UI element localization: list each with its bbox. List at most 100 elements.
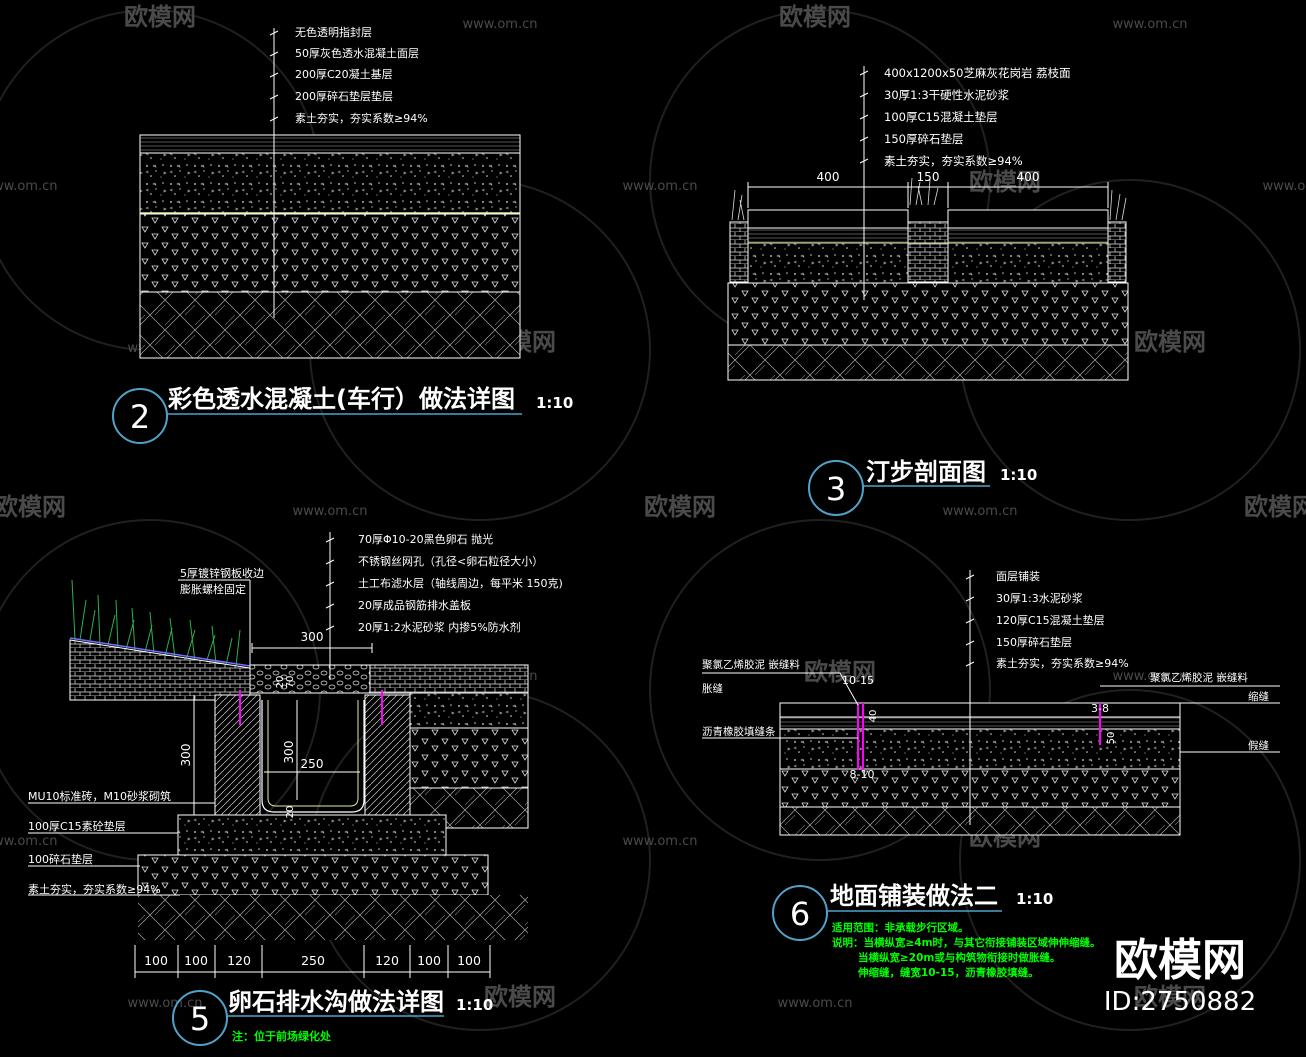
- detail-6-leader-ticks: [965, 574, 975, 667]
- detail-6-dim-joint: 10-15: [842, 674, 874, 687]
- watermark-brand: 欧模网: [644, 493, 716, 521]
- detail-6-labels: 面层铺装 30厚1:3水泥砂浆 120厚C15混凝土垫层 150厚碎石垫层 素土…: [996, 570, 1129, 670]
- detail-3-title: 汀步剖面图: [866, 458, 986, 486]
- detail-5-bottom-dim-1: 100: [144, 953, 168, 968]
- detail-3-grass: [731, 177, 1127, 221]
- detail-2-number: 2: [130, 398, 150, 436]
- detail-6-joints: [857, 703, 1101, 770]
- detail-5-bottom-dim-7: 100: [457, 953, 481, 968]
- detail-3-dim-2: 150: [917, 170, 940, 184]
- detail-2-scale: 1:10: [536, 394, 573, 412]
- detail-5-number-circle: [172, 990, 228, 1046]
- watermark-url: www.om.cn: [1113, 669, 1188, 684]
- detail-5-label-l2: 膨胀螺栓固定: [180, 582, 246, 596]
- detail-5-dim-channel: 250: [301, 757, 324, 771]
- detail-5-inner-dims: [193, 643, 373, 815]
- detail-5-note: 注：位于前场绿化处: [232, 1029, 332, 1043]
- watermark-brand: 欧模网: [1134, 983, 1206, 1011]
- detail-6-notes: 适用范围：非承载步行区域。 说明：当横纵宽≥4m时，与其它衔接铺装区域伸伸缩缝。…: [832, 921, 1101, 979]
- detail-5-dim-20a: 20: [285, 806, 296, 819]
- detail-5-bottom-dim-6: 100: [417, 953, 441, 968]
- detail-6-label-3: 120厚C15混凝土垫层: [996, 613, 1105, 627]
- detail-5-dim-70: 70: [285, 676, 296, 689]
- watermark-url: www.om.cn: [623, 179, 698, 194]
- detail-3-dim-1: 400: [817, 170, 840, 184]
- watermark-brand: 欧模网: [124, 3, 196, 31]
- detail-6-number-circle: [772, 885, 828, 941]
- detail-5-label-l5: 100碎石垫层: [28, 852, 93, 866]
- detail-5-dim-cover: 300: [301, 630, 324, 644]
- detail-5-label-r4: 20厚成品钢筋排水盖板: [358, 598, 471, 612]
- detail-6-number: 6: [790, 895, 810, 933]
- detail-5-section: 70厚Φ10-20黑色卵石 抛光 不锈钢丝网孔（孔径<卵石粒径大小） 土工布滤水…: [28, 532, 563, 1046]
- detail-6-section: 面层铺装 30厚1:3水泥砂浆 120厚C15混凝土垫层 150厚碎石垫层 素土…: [702, 570, 1280, 979]
- detail-3-dimension: [747, 182, 1109, 208]
- detail-5-bottom-dim-5: 120: [375, 953, 399, 968]
- detail-2-label-2: 50厚灰色透水混凝土面层: [295, 46, 419, 60]
- detail-6-label-5: 素土夯实，夯实系数≥94%: [996, 656, 1129, 670]
- corner-watermark: 欧模网 ID:2750882: [1104, 935, 1256, 1017]
- detail-6-side-leaders: [702, 672, 1280, 753]
- detail-5-leader-ticks: [325, 537, 335, 631]
- watermark-brand: 欧模网: [804, 658, 876, 686]
- detail-5-label-l3: MU10标准砖，M10砂浆砌筑: [28, 789, 171, 803]
- detail-6-side-left-3: 沥青橡胶填缝条: [702, 725, 776, 738]
- watermark-url: www.om.cn: [943, 504, 1018, 519]
- watermark-url: www.om.cn: [0, 834, 57, 849]
- detail-6-scale: 1:10: [1016, 890, 1053, 908]
- detail-2-section: 无色透明指封层 50厚灰色透水混凝土面层 200厚C20凝土基层 200厚碎石垫…: [112, 25, 573, 444]
- detail-5-label-r1: 70厚Φ10-20黑色卵石 抛光: [358, 532, 493, 546]
- detail-3-label-3: 100厚C15混凝土垫层: [884, 110, 998, 124]
- detail-6-note-1: 适用范围：非承载步行区域。: [832, 921, 969, 934]
- watermark-url: www.om.cn: [0, 179, 57, 194]
- watermark-brand: 欧模网: [779, 3, 851, 31]
- watermark-brand: 欧模网: [484, 983, 556, 1011]
- detail-2-number-circle: [112, 388, 168, 444]
- detail-6-dim-38: 3-8: [1091, 702, 1109, 715]
- detail-6-side-right-3: 假缝: [1248, 739, 1270, 752]
- detail-6-side-left-2: 胀缝: [702, 682, 723, 695]
- detail-5-labels-left: 5厚镀锌钢板收边 膨胀螺栓固定 MU10标准砖，M10砂浆砌筑 100厚C15素…: [28, 566, 264, 896]
- detail-3-leader-ticks: [859, 70, 869, 164]
- watermark-url: www.om.cn: [463, 17, 538, 32]
- detail-3-number-circle: [808, 460, 864, 516]
- detail-5-label-l1: 5厚镀锌钢板收边: [180, 566, 264, 580]
- detail-2-labels: 无色透明指封层 50厚灰色透水混凝土面层 200厚C20凝土基层 200厚碎石垫…: [295, 25, 428, 125]
- watermark-brand: 欧模网: [0, 493, 66, 521]
- detail-6-dim-50: 50: [1106, 732, 1117, 745]
- detail-6-label-1: 面层铺装: [996, 570, 1040, 583]
- watermark-url: www.om.cn: [778, 996, 853, 1011]
- watermark-url: www.om.cn: [1113, 17, 1188, 32]
- detail-3-scale: 1:10: [1000, 466, 1037, 484]
- detail-3-label-1: 400x1200x50芝麻灰花岗岩 荔枝面: [884, 66, 1071, 80]
- detail-2-leader-ticks: [269, 30, 279, 122]
- watermark-brand: 欧模网: [969, 168, 1041, 196]
- detail-3-label-4: 150厚碎石垫层: [884, 132, 963, 146]
- detail-5-title: 卵石排水沟做法详图: [228, 988, 444, 1016]
- detail-6-side-labels: 聚氯乙烯胶泥 嵌缝料 胀缝 沥青橡胶填缝条 聚氯乙烯胶泥 嵌缝料 缩缝 假缝: [702, 658, 1270, 752]
- watermark-url: www.om.cn: [1263, 179, 1306, 194]
- detail-2-label-4: 200厚碎石垫层垫层: [295, 89, 393, 103]
- detail-6-dim-40: 40: [868, 710, 879, 723]
- watermark-url: www.om.cn: [623, 834, 698, 849]
- detail-3-dim-3: 400: [1017, 170, 1040, 184]
- detail-6-note-3: 当横纵宽≥20m或与构筑物衔接时做胀缝。: [858, 951, 1060, 964]
- detail-5-label-r5: 20厚1:2水泥砂浆 内掺5%防水剂: [358, 620, 521, 634]
- detail-2-label-5: 素土夯实，夯实系数≥94%: [295, 111, 428, 125]
- detail-6-note-4: 伸缩缝，缝宽10-15，沥青橡胶填缝。: [857, 966, 1039, 979]
- corner-id: ID:2750882: [1104, 987, 1256, 1017]
- detail-6-label-4: 150厚碎石垫层: [996, 635, 1072, 649]
- detail-6-note-2: 说明：当横纵宽≥4m时，与其它衔接铺装区域伸伸缩缝。: [832, 936, 1101, 949]
- detail-5-bottom-dim-2: 100: [184, 953, 208, 968]
- detail-3-label-2: 30厚1:3干硬性水泥砂浆: [884, 88, 1010, 102]
- detail-3-section: 400 150 400 400x1200x50芝麻灰花岗岩 荔枝面 30厚1:3…: [727, 66, 1129, 516]
- detail-5-dim-wall: 300: [179, 744, 193, 767]
- detail-5-bottom-dim-3: 120: [227, 953, 251, 968]
- detail-5-number: 5: [190, 1000, 210, 1038]
- detail-6-side-left-1: 聚氯乙烯胶泥 嵌缝料: [702, 658, 800, 671]
- detail-2-label-3: 200厚C20凝土基层: [295, 67, 393, 81]
- watermark-brand: 欧模网: [1134, 328, 1206, 356]
- detail-6-dim-810: 8-10: [850, 768, 875, 781]
- detail-5-bolts: [239, 690, 383, 725]
